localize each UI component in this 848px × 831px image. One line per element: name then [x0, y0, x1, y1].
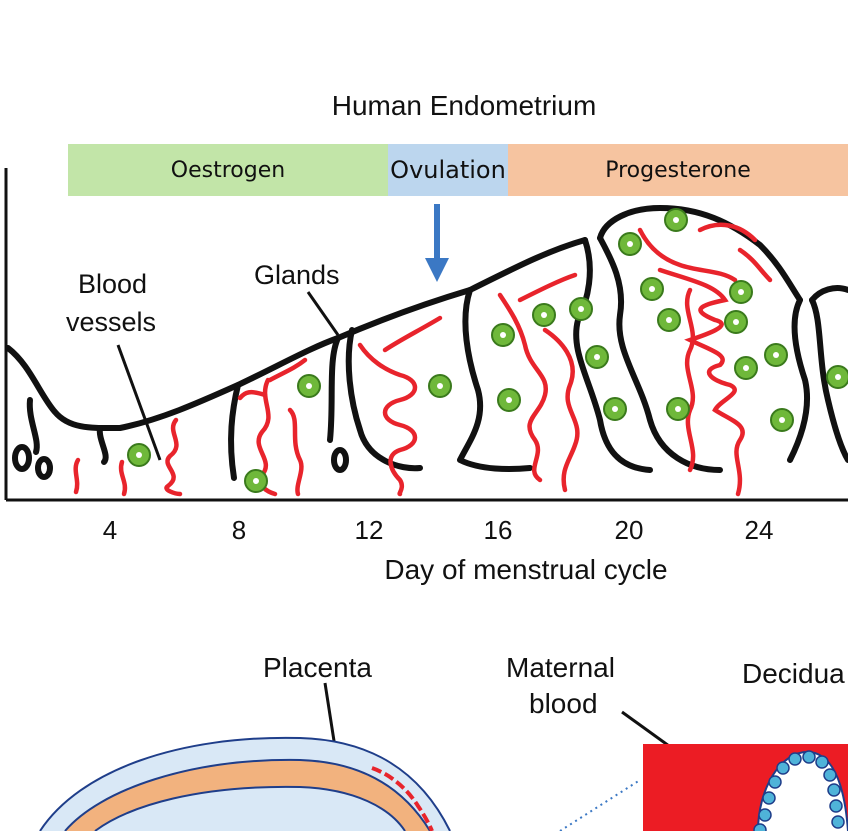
blood-vessels — [73, 222, 773, 497]
tick-12: 12 — [354, 515, 384, 545]
tick-24: 24 — [744, 515, 774, 545]
x-axis-label: Day of menstrual cycle — [384, 554, 668, 585]
progesterone-label: Progesterone — [605, 157, 751, 183]
ovulation-label: Ovulation — [390, 156, 506, 184]
placenta-label: Placenta — [263, 652, 372, 683]
endometrium-outline — [5, 205, 848, 481]
diagram-title: Human Endometrium — [331, 90, 597, 121]
blood-vessels-label-line2: vessels — [66, 307, 157, 337]
maternal-blood-inset — [643, 744, 848, 831]
maternal-blood-label-line2: blood — [529, 688, 598, 719]
tick-16: 16 — [483, 515, 513, 545]
maternal-blood-label-line1: Maternal — [506, 652, 615, 683]
decidua-label: Decidua — [742, 658, 845, 689]
tick-4: 4 — [102, 515, 118, 545]
progesterone-phase-bar — [508, 144, 848, 196]
cell-nuclei — [136, 217, 841, 484]
oestrogen-label: Oestrogen — [170, 157, 286, 183]
placenta-illustration — [39, 736, 641, 831]
tick-8: 8 — [231, 515, 247, 545]
ovulation-phase-bar — [388, 144, 508, 196]
glands-label: Glands — [254, 260, 340, 290]
ovulation-arrow — [425, 204, 449, 282]
blood-vessels-label-line1: Blood — [78, 269, 148, 299]
axes — [4, 168, 848, 502]
oestrogen-phase-bar — [68, 144, 388, 196]
tick-20: 20 — [614, 515, 644, 545]
